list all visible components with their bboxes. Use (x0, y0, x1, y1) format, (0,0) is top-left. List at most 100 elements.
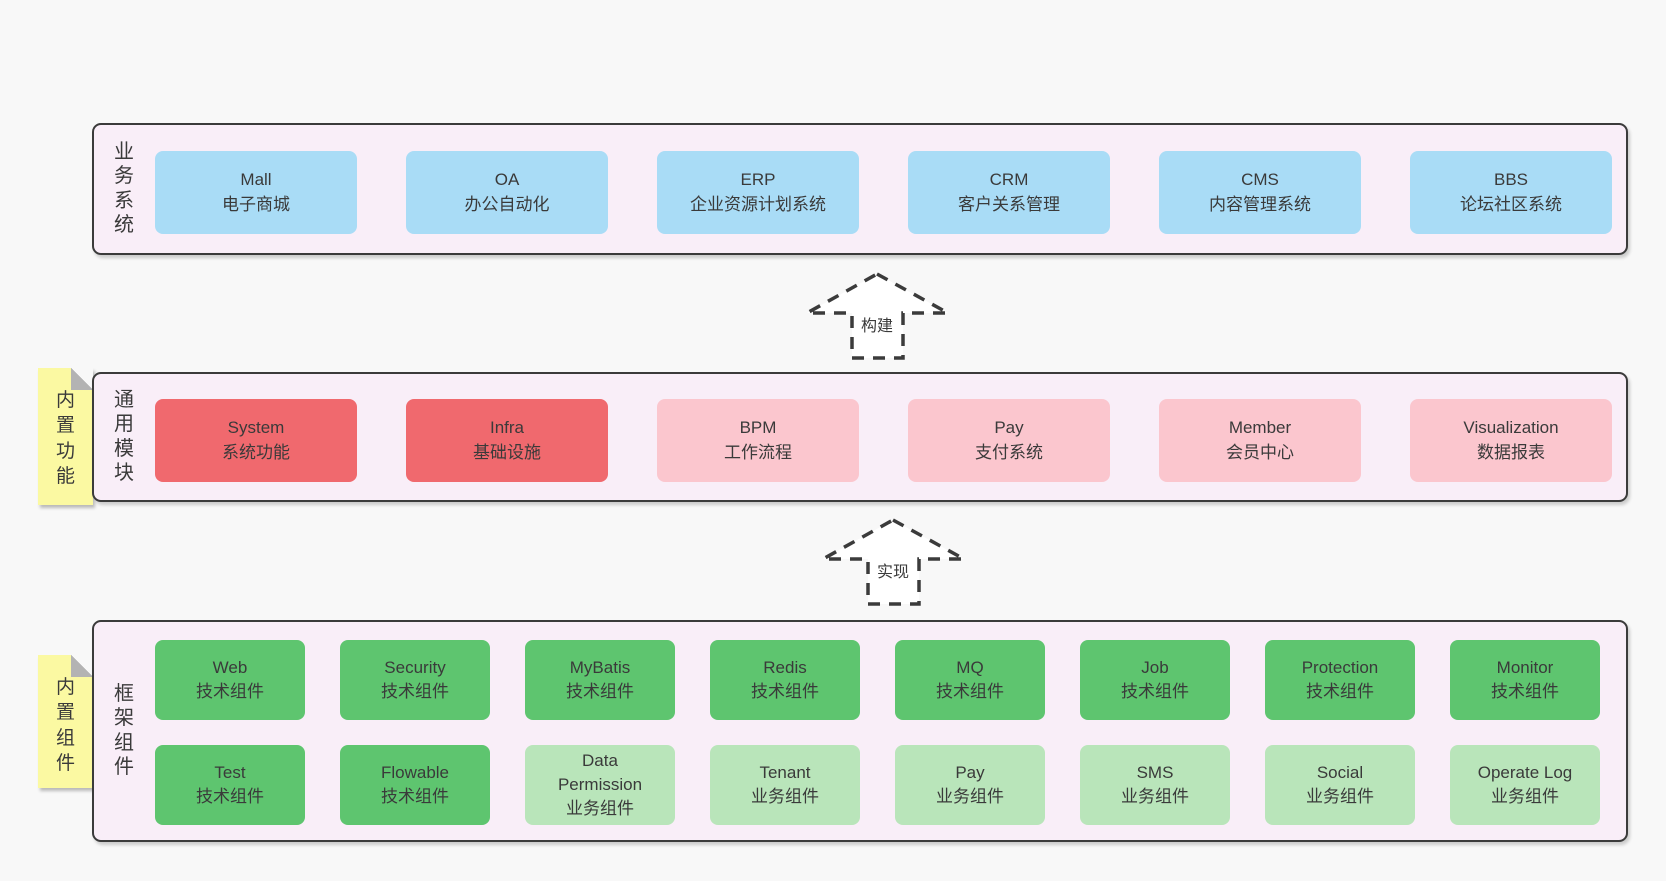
box-infra: Infra 基础设施 (406, 399, 608, 482)
box-title: Flowable (380, 762, 450, 782)
box-visualization: Visualization 数据报表 (1410, 399, 1612, 482)
box-title: Member (1228, 418, 1292, 438)
box-title: Test (214, 762, 246, 782)
box-title: CRM (989, 170, 1029, 190)
box-protection: Protection 技术组件 (1265, 640, 1415, 720)
box-tenant: Tenant 业务组件 (710, 745, 860, 825)
box-subtitle: 办公自动化 (464, 194, 550, 214)
box-subtitle: 技术组件 (381, 682, 449, 701)
box-title: Pay (955, 762, 985, 782)
box-oa: OA 办公自动化 (406, 151, 608, 234)
box-title: BPM (739, 418, 777, 438)
box-title: Operate Log (1477, 762, 1573, 782)
panel-label-common-modules: 通用模块 (114, 389, 134, 485)
note-built-in-features: 内置功能 (38, 368, 93, 505)
box-social: Social 业务组件 (1265, 745, 1415, 825)
box-subtitle: 工作流程 (724, 442, 792, 462)
panel-label-framework-components: 框架组件 (114, 683, 134, 779)
box-subtitle: 客户关系管理 (958, 194, 1060, 214)
box-title: Web (212, 657, 248, 677)
box-title: Infra (489, 418, 525, 438)
note-label: 内置功能 (55, 390, 75, 488)
note-built-in-components: 内置组件 (38, 655, 93, 788)
box-system: System 系统功能 (155, 399, 357, 482)
box-subtitle: 企业资源计划系统 (690, 194, 826, 214)
arrow-up-implement-icon: 实现 (816, 514, 972, 610)
folded-corner-icon (71, 655, 93, 677)
panel-label-business-systems: 业务系统 (114, 141, 134, 237)
box-subtitle: 技术组件 (1491, 682, 1559, 701)
box-title: SMS (1136, 762, 1174, 782)
box-subtitle: 基础设施 (473, 442, 541, 462)
box-subtitle: 系统功能 (222, 442, 290, 462)
box-subtitle: 论坛社区系统 (1460, 194, 1562, 214)
box-row: System 系统功能 Infra 基础设施 BPM 工作流程 Pay 支付系统 Member 会… (155, 399, 1612, 482)
box-title: Visualization (1463, 418, 1559, 438)
box-pay: Pay 业务组件 (895, 745, 1045, 825)
box-crm: CRM 客户关系管理 (908, 151, 1110, 234)
box-title: Data Permission (557, 750, 643, 794)
box-web: Web 技术组件 (155, 640, 305, 720)
box-bpm: BPM 工作流程 (657, 399, 859, 482)
box-title: Tenant (759, 762, 811, 782)
box-title: Monitor (1496, 657, 1554, 677)
box-title: Redis (763, 657, 807, 677)
box-title: Pay (994, 418, 1024, 438)
box-bbs: BBS 论坛社区系统 (1410, 151, 1612, 234)
panel-common-modules: 通用模块 System 系统功能 Infra 基础设施 BPM 工作流程 Pay 支付系统 Me… (92, 372, 1628, 502)
box-title: MyBatis (569, 657, 631, 677)
box-subtitle: 业务组件 (1121, 787, 1189, 806)
box-subtitle: 技术组件 (566, 682, 634, 701)
box-redis: Redis 技术组件 (710, 640, 860, 720)
box-title: Job (1141, 657, 1169, 677)
box-mybatis: MyBatis 技术组件 (525, 640, 675, 720)
box-title: BBS (1493, 170, 1529, 190)
box-subtitle: 支付系统 (975, 442, 1043, 462)
box-subtitle: 业务组件 (1306, 787, 1374, 806)
box-title: Mall (240, 170, 272, 190)
note-label: 内置组件 (55, 677, 75, 775)
box-subtitle: 业务组件 (566, 799, 634, 819)
box-title: ERP (740, 170, 776, 190)
box-monitor: Monitor 技术组件 (1450, 640, 1600, 720)
box-title: OA (494, 170, 520, 190)
box-erp: ERP 企业资源计划系统 (657, 151, 859, 234)
box-test: Test 技术组件 (155, 745, 305, 825)
box-subtitle: 内容管理系统 (1209, 194, 1311, 214)
arrow-build-label: 构建 (857, 311, 897, 337)
box-operate-log: Operate Log 业务组件 (1450, 745, 1600, 825)
box-subtitle: 技术组件 (196, 682, 264, 701)
box-title: Social (1316, 762, 1364, 782)
box-flowable: Flowable 技术组件 (340, 745, 490, 825)
box-subtitle: 会员中心 (1226, 442, 1294, 462)
box-subtitle: 技术组件 (1306, 682, 1374, 701)
box-title: MQ (956, 657, 984, 677)
box-title: Protection (1301, 657, 1379, 677)
box-subtitle: 业务组件 (1491, 787, 1559, 806)
arrow-implement-label: 实现 (873, 557, 913, 583)
box-subtitle: 技术组件 (751, 682, 819, 701)
folded-corner-icon (71, 368, 93, 390)
box-title: Security (384, 657, 446, 677)
box-subtitle: 业务组件 (751, 787, 819, 806)
box-subtitle: 技术组件 (1121, 682, 1189, 701)
box-member: Member 会员中心 (1159, 399, 1361, 482)
box-sms: SMS 业务组件 (1080, 745, 1230, 825)
box-subtitle: 技术组件 (381, 787, 449, 806)
box-title: System (227, 418, 285, 438)
box-subtitle: 业务组件 (936, 787, 1004, 806)
box-security: Security 技术组件 (340, 640, 490, 720)
arrow-up-build-icon: 构建 (800, 268, 956, 364)
box-pay: Pay 支付系统 (908, 399, 1110, 482)
box-subtitle: 数据报表 (1477, 442, 1545, 462)
box-subtitle: 技术组件 (196, 787, 264, 806)
